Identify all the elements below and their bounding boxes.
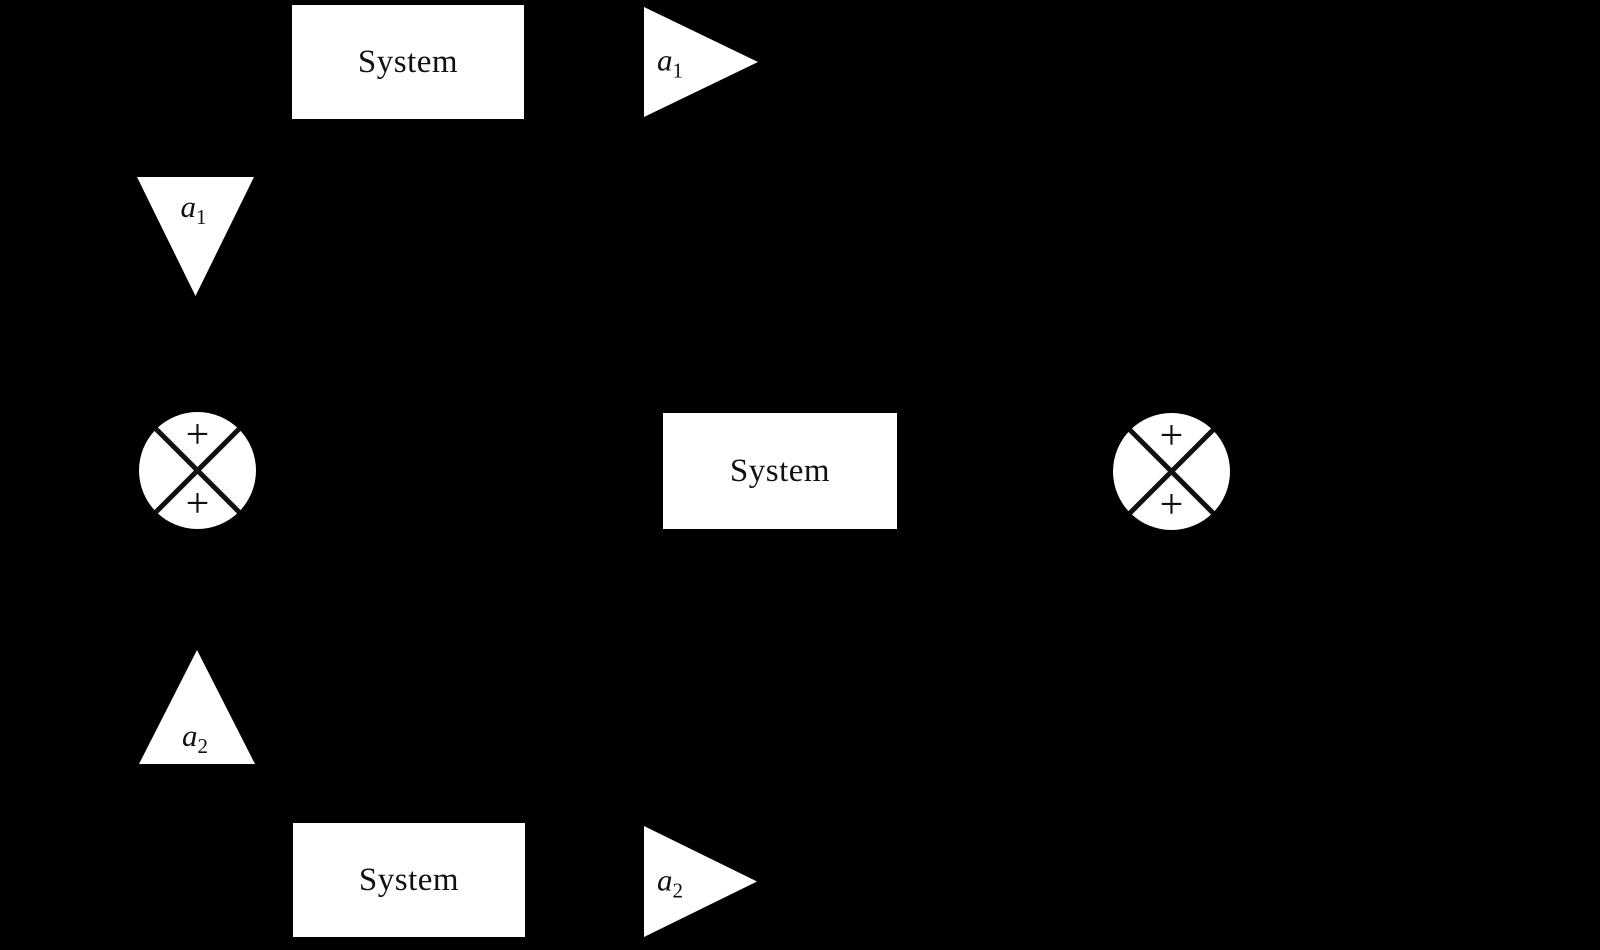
gain-a2-right-label-base: a xyxy=(657,862,673,898)
system-box-bottom-label: System xyxy=(358,861,460,898)
gain-a1-down-label-sub: 1 xyxy=(196,205,207,230)
gain-a2-right-label-sub: 2 xyxy=(672,878,684,903)
gain-a2-up-label-base: a xyxy=(182,718,198,753)
gain-triangle-a1-down-icon: a1 xyxy=(137,177,254,296)
system-box-bottom: System xyxy=(293,823,525,937)
gain-triangle-a2-right-icon: a2 xyxy=(644,826,757,937)
gain-triangle-a1-right-icon: a1 xyxy=(644,7,758,117)
plus-sign-top: + xyxy=(185,412,210,458)
plus-sign-bottom: + xyxy=(185,481,210,527)
summing-junction-cross-icon xyxy=(154,427,241,514)
system-box-top: System xyxy=(292,5,524,119)
gain-a1-right-label-sub: 1 xyxy=(672,58,684,83)
summing-junction-right: + + xyxy=(1113,413,1230,530)
gain-a1-down-label-base: a xyxy=(180,189,197,224)
plus-sign-top: + xyxy=(1159,413,1184,459)
gain-a2-right-label: a2 xyxy=(657,862,683,901)
plus-sign-bottom: + xyxy=(1159,482,1184,528)
gain-a1-down-label: a1 xyxy=(137,189,250,228)
system-box-middle-label: System xyxy=(729,452,831,489)
summing-junction-left: + + xyxy=(139,412,256,529)
system-box-middle: System xyxy=(663,413,897,529)
system-box-top-label: System xyxy=(357,43,459,80)
summing-junction-cross-icon xyxy=(1128,428,1215,515)
gain-a1-right-label: a1 xyxy=(657,42,683,82)
gain-triangle-a2-up-icon: a2 xyxy=(139,650,255,764)
gain-a2-up-label-sub: 2 xyxy=(197,734,209,759)
gain-a1-right-label-base: a xyxy=(657,42,673,78)
gain-a2-up-label: a2 xyxy=(139,718,251,757)
